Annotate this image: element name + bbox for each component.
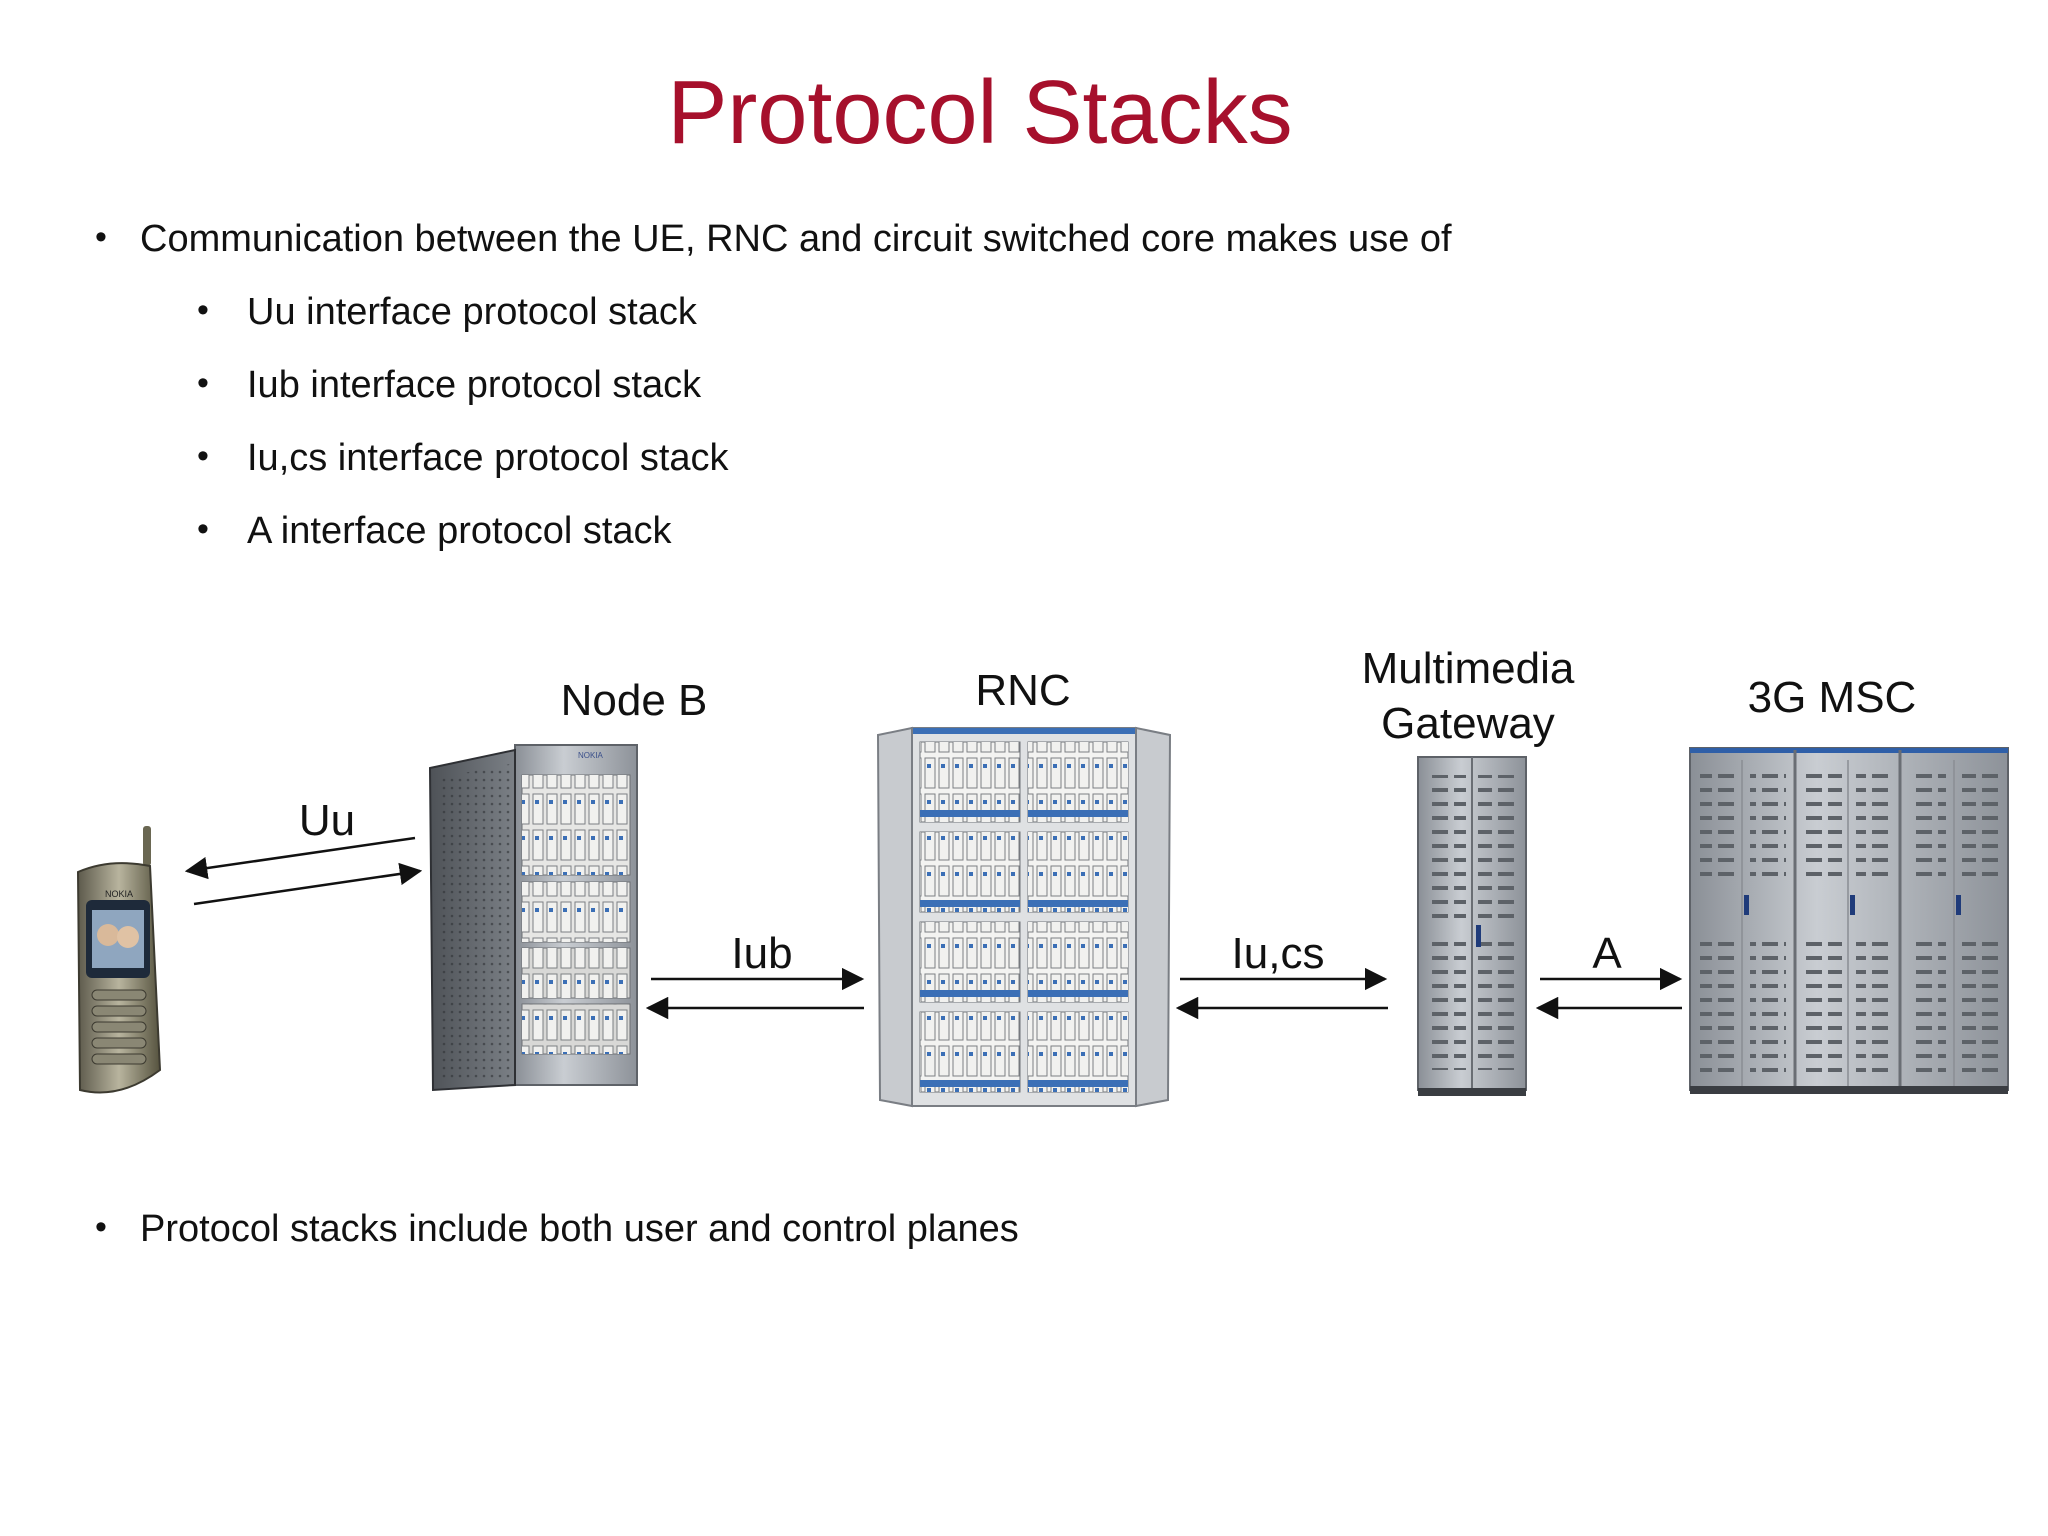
node-b-cabinet-image: NOKIA — [428, 744, 638, 1092]
node-b-brand-label: NOKIA — [578, 751, 604, 760]
bullet-dot-icon: • — [95, 1208, 107, 1246]
mgw-label-line1: Multimedia — [1362, 644, 1575, 693]
sub-bullet-text: A interface protocol stack — [247, 510, 672, 552]
bullet-dot-icon: • — [197, 510, 209, 548]
node-b-label: Node B — [561, 676, 708, 725]
sub-bullet-text: Uu interface protocol stack — [247, 291, 697, 333]
bullet-text: Protocol stacks include both user and co… — [140, 1208, 1019, 1250]
a-interface-label: A — [1592, 929, 1622, 978]
iub-interface-label: Iub — [731, 929, 792, 978]
page-title: Protocol Stacks — [667, 63, 1293, 163]
mgw-label-line2: Gateway — [1381, 699, 1555, 748]
rnc-label: RNC — [975, 666, 1070, 715]
bullet-dot-icon: • — [197, 437, 209, 475]
iucs-interface-label: Iu,cs — [1232, 929, 1325, 978]
bullet-text: Communication between the UE, RNC and ci… — [140, 218, 1452, 260]
bullet-dot-icon: • — [95, 218, 107, 256]
uu-arrow-to-nodeb — [193, 862, 423, 906]
ue-brand-label: NOKIA — [105, 889, 133, 899]
bullet-dot-icon: • — [197, 364, 209, 402]
sub-bullet-text: Iub interface protocol stack — [247, 364, 702, 406]
ue-phone-image: NOKIA — [76, 826, 162, 1094]
bullet-dot-icon: • — [197, 291, 209, 329]
msc-cabinet-image — [1689, 747, 2009, 1094]
mgw-cabinet-image — [1417, 756, 1527, 1096]
sub-bullet-text: Iu,cs interface protocol stack — [247, 437, 729, 479]
uu-interface-label: Uu — [299, 796, 355, 845]
rnc-cabinet-image — [876, 726, 1172, 1108]
msc-label: 3G MSC — [1748, 673, 1917, 722]
uu-arrow-to-ue — [184, 836, 416, 880]
